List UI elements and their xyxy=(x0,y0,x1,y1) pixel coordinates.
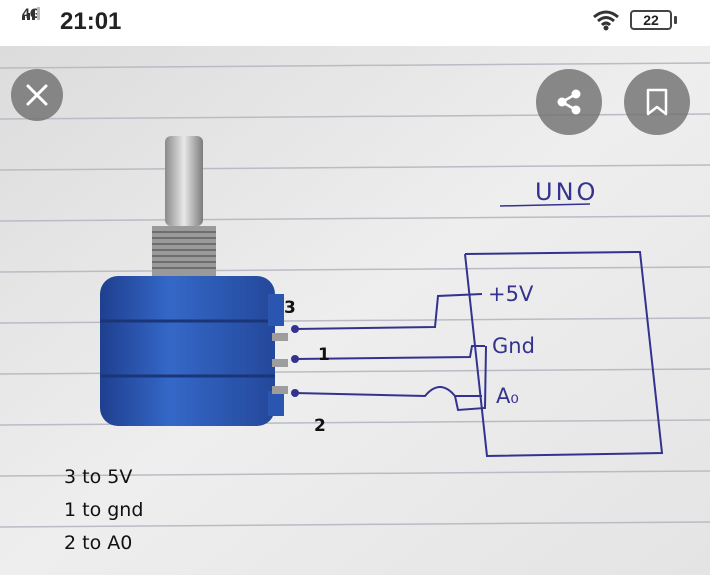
board-pin-5v: +5V xyxy=(488,282,534,306)
pin-label-3: 3 xyxy=(284,298,296,318)
note-line-1: 3 to 5V xyxy=(64,466,133,488)
close-icon xyxy=(26,84,48,106)
close-button[interactable] xyxy=(11,69,63,121)
wires xyxy=(294,203,664,458)
photo-view: 3 1 2 UNO +5V Gnd A₀ 3 to 5V 1 to gnd 2 … xyxy=(0,46,710,575)
pin-label-2: 2 xyxy=(314,416,326,436)
circuit-photo xyxy=(0,46,710,575)
share-icon xyxy=(557,89,581,115)
network-type: 4G xyxy=(22,5,41,21)
battery-level: 22 xyxy=(643,12,659,28)
potentiometer xyxy=(100,136,288,426)
pin-label-1: 1 xyxy=(318,345,330,365)
wifi-icon xyxy=(593,10,619,31)
board-pin-gnd: Gnd xyxy=(492,334,535,358)
note-line-2: 1 to gnd xyxy=(64,499,144,521)
note-line-3: 2 to A0 xyxy=(64,532,133,554)
share-button[interactable] xyxy=(536,69,602,135)
battery-tip xyxy=(674,16,677,24)
board-pin-a0: A₀ xyxy=(496,384,519,408)
bookmark-button[interactable] xyxy=(624,69,690,135)
clock: 21:01 xyxy=(60,8,122,35)
status-bar: 4G 21:01 22 xyxy=(0,0,710,44)
board-label: UNO xyxy=(535,178,599,206)
bookmark-icon xyxy=(646,88,668,116)
battery-icon: 22 xyxy=(630,10,672,30)
